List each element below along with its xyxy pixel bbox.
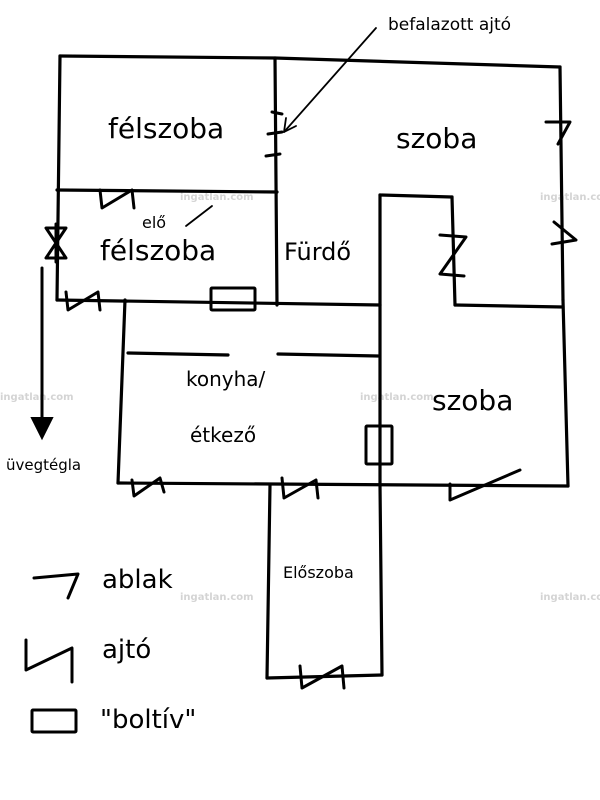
elo-prefix-stroke (185, 205, 213, 227)
door-symbol (98, 188, 136, 210)
watermark: ingatlan.com (540, 592, 600, 603)
door-symbol (64, 290, 102, 312)
top-wall (58, 54, 562, 69)
room-label-eloszoba: Előszoba (283, 563, 354, 582)
arch-symbol (209, 286, 257, 312)
room-label-szoba-top: szoba (396, 122, 477, 155)
blocked-door-arrow-head (283, 117, 297, 133)
blocked-door-label: befalazott ajtó (388, 15, 511, 35)
wall-kitchen-arch-left (126, 351, 230, 357)
watermarks: ingatlan.com ingatlan.com ingatlan.com i… (0, 192, 600, 603)
windows (544, 120, 578, 246)
window-symbol (550, 220, 578, 246)
door-symbol (280, 476, 320, 500)
wall-kitchen-left (116, 298, 127, 485)
wall-step-vertical (450, 195, 457, 307)
legend: ablak ajtó "boltív" (24, 565, 196, 735)
room-labels: félszoba szoba félszoba Fürdő konyha/ ét… (100, 112, 513, 582)
window-symbol (544, 120, 572, 146)
arches (209, 286, 394, 466)
glass-brick-door-symbol (44, 222, 68, 264)
wall-bottom (116, 481, 570, 488)
glass-brick-label: üvegtégla (6, 456, 81, 474)
window-legend-icon (32, 572, 80, 600)
window-legend-label: ablak (102, 565, 173, 595)
right-wall-lower (561, 298, 570, 488)
wall-eloszoba-right (378, 483, 384, 677)
wall-felszoba-divider (55, 188, 279, 194)
watermark: ingatlan.com (360, 392, 434, 403)
wall-szoba-bottom-right (453, 303, 565, 309)
door-symbol (130, 476, 166, 498)
room-label-szoba-mid: szoba (432, 384, 513, 417)
arch-symbol (364, 424, 394, 466)
wall-mid-horizontal (55, 298, 382, 307)
door-legend-icon (24, 638, 74, 684)
wall-szoba-bottom-left (378, 193, 454, 199)
wall-kitchen-arch-right (276, 352, 380, 358)
annotations: befalazott ajtó elő üvegtégla (6, 15, 511, 474)
watermark: ingatlan.com (180, 592, 254, 603)
door-legend-label: ajtó (102, 635, 151, 665)
left-wall (55, 54, 62, 302)
right-wall-upper (558, 65, 565, 302)
wall-eloszoba-left (265, 483, 272, 680)
blocked-door-arrow-line (283, 27, 377, 133)
arch-legend-icon (30, 708, 78, 734)
door-symbol (298, 664, 346, 690)
room-label-felszoba-mid: félszoba (100, 234, 216, 267)
watermark: ingatlan.com (0, 392, 74, 403)
door-symbol (438, 233, 468, 278)
room-label-felszoba-top: félszoba (108, 112, 224, 145)
arch-legend-label: "boltív" (100, 705, 196, 735)
blocked-door-symbol (264, 110, 284, 158)
door-symbol (448, 468, 522, 502)
room-label-etkezo: étkező (190, 423, 256, 447)
room-label-konyha: konyha/ (186, 367, 266, 391)
watermark: ingatlan.com (540, 192, 600, 203)
glass-brick-arrow-head (30, 417, 54, 441)
room-label-furdo: Fürdő (284, 238, 351, 266)
doors (44, 110, 522, 690)
wall-top-rooms-divider (273, 56, 279, 307)
watermark: ingatlan.com (180, 192, 254, 203)
elo-prefix-label: elő (142, 213, 166, 232)
walls (55, 54, 570, 680)
